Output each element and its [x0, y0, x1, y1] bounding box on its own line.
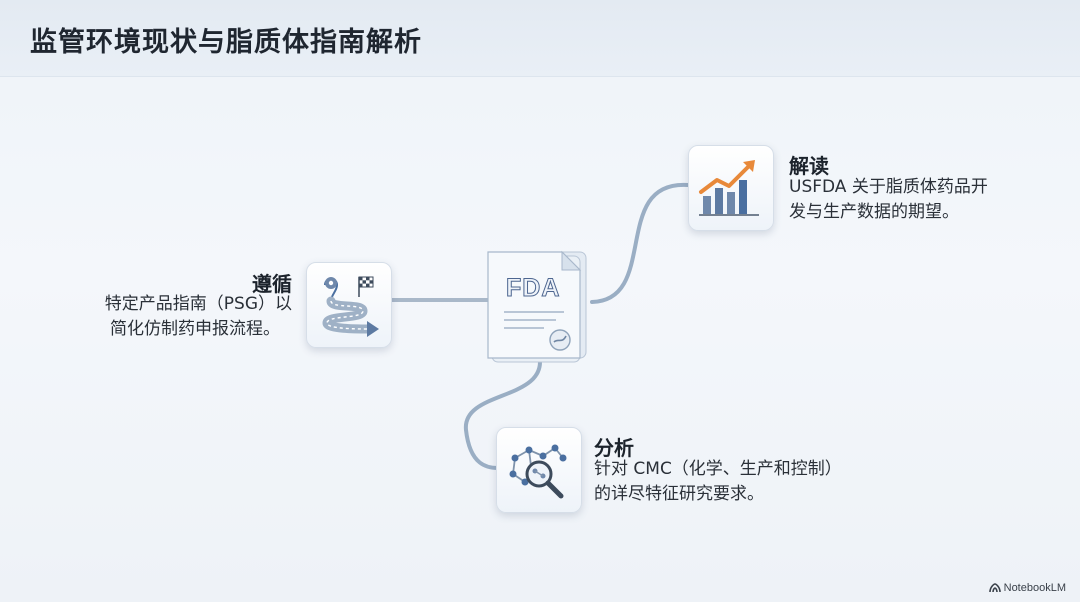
- route-map-icon: [306, 262, 392, 348]
- interpret-title: 解读: [789, 154, 829, 178]
- notebooklm-logo-icon: [988, 583, 1001, 593]
- analyze-desc-line2: 的详尽特征研究要求。: [594, 484, 764, 504]
- interpret-desc-line1: USFDA 关于脂质体药品开: [789, 177, 988, 197]
- follow-desc-line2: 简化仿制药申报流程。: [110, 319, 280, 339]
- connector-interpret: [590, 182, 690, 304]
- page-title: 监管环境现状与脂质体指南解析: [30, 27, 422, 58]
- interpret-desc-line2: 发与生产数据的期望。: [789, 202, 959, 222]
- connector-analyze: [463, 360, 542, 470]
- brand-text: NotebookLM: [1003, 582, 1066, 594]
- analyze-desc-line1: 针对 CMC（化学、生产和控制）: [594, 459, 842, 479]
- molecule-magnifier-icon: [496, 427, 582, 513]
- header-bar: 监管环境现状与脂质体指南解析: [0, 0, 1080, 77]
- follow-title: 遵循: [252, 272, 292, 296]
- follow-desc-line1: 特定产品指南（PSG）以: [104, 294, 292, 314]
- analyze-title: 分析: [594, 436, 634, 460]
- brand-watermark: NotebookLM: [988, 582, 1066, 594]
- fda-document-icon: FDA: [484, 246, 594, 364]
- fda-badge-text: FDA: [505, 274, 561, 303]
- growth-chart-icon: [688, 145, 774, 231]
